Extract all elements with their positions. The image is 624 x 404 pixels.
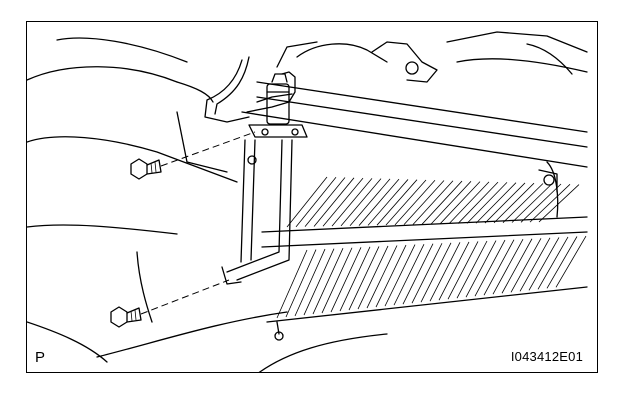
fin-line — [420, 242, 452, 303]
fin-line — [403, 180, 445, 225]
fin-line — [520, 183, 562, 223]
fin-line — [294, 248, 326, 317]
fin-line — [312, 248, 344, 315]
fin-line — [474, 239, 506, 297]
fin-line — [384, 244, 416, 307]
fin-line — [492, 239, 524, 295]
fin-line — [322, 177, 364, 227]
fin-line — [538, 184, 580, 223]
fin-line — [555, 235, 587, 288]
fin-line — [348, 246, 380, 311]
fin-line — [286, 176, 328, 228]
fin-line — [358, 178, 400, 226]
fin-line — [366, 245, 398, 309]
fin-line — [529, 183, 571, 223]
fin-line — [304, 177, 346, 227]
fin-line — [429, 242, 461, 302]
fin-line — [393, 243, 425, 306]
fin-line — [339, 246, 371, 312]
fin-line — [493, 182, 535, 224]
fin-line — [330, 247, 362, 313]
fin-line — [285, 249, 317, 318]
fin-line — [367, 179, 409, 226]
fin-line — [376, 179, 418, 226]
fin-line — [484, 182, 526, 224]
fin-line — [438, 241, 470, 301]
fin-line — [349, 178, 391, 226]
fin-line — [340, 178, 382, 227]
fin-line — [357, 245, 389, 310]
fin-line — [430, 181, 472, 225]
fin-line — [276, 249, 308, 319]
fin-line — [456, 240, 488, 299]
fin-line — [303, 248, 335, 316]
fin-line — [439, 181, 481, 225]
fin-line — [475, 182, 517, 224]
fin-line — [528, 237, 560, 291]
fin-line — [331, 178, 373, 227]
fin-line — [421, 180, 463, 225]
fin-line — [411, 243, 443, 304]
engine-details — [276, 31, 588, 218]
condenser-core — [241, 81, 588, 323]
fin-line — [510, 238, 542, 293]
install-line-upper — [160, 131, 256, 167]
fin-line — [537, 236, 569, 290]
bolt-upper — [130, 158, 162, 180]
figure-id: I043412E01 — [510, 349, 583, 364]
fin-line — [394, 179, 436, 226]
corner-label: P — [35, 349, 46, 366]
condenser-fins-upper — [286, 176, 580, 228]
fin-line — [375, 244, 407, 308]
technical-drawing — [27, 31, 588, 372]
condenser-fins-lower — [276, 235, 587, 319]
fin-line — [519, 237, 551, 292]
fin-line — [313, 177, 355, 227]
fin-line — [502, 183, 544, 223]
fin-line — [295, 177, 337, 228]
figure-frame: P I043412E01 — [26, 21, 598, 373]
install-line-lower — [140, 279, 230, 315]
fin-line — [457, 181, 499, 224]
fin-line — [321, 247, 353, 314]
fin-line — [385, 179, 427, 226]
fin-line — [465, 240, 497, 298]
fin-line — [501, 238, 533, 294]
fin-line — [483, 239, 515, 296]
fin-line — [448, 181, 490, 225]
fin-line — [511, 183, 553, 223]
fin-line — [402, 243, 434, 305]
fin-line — [546, 236, 578, 289]
pipe-and-bracket — [204, 56, 308, 341]
fin-line — [447, 241, 479, 300]
fin-line — [412, 180, 454, 225]
bumper-outline — [27, 37, 388, 372]
fin-line — [466, 182, 508, 224]
bolt-lower — [110, 306, 142, 328]
